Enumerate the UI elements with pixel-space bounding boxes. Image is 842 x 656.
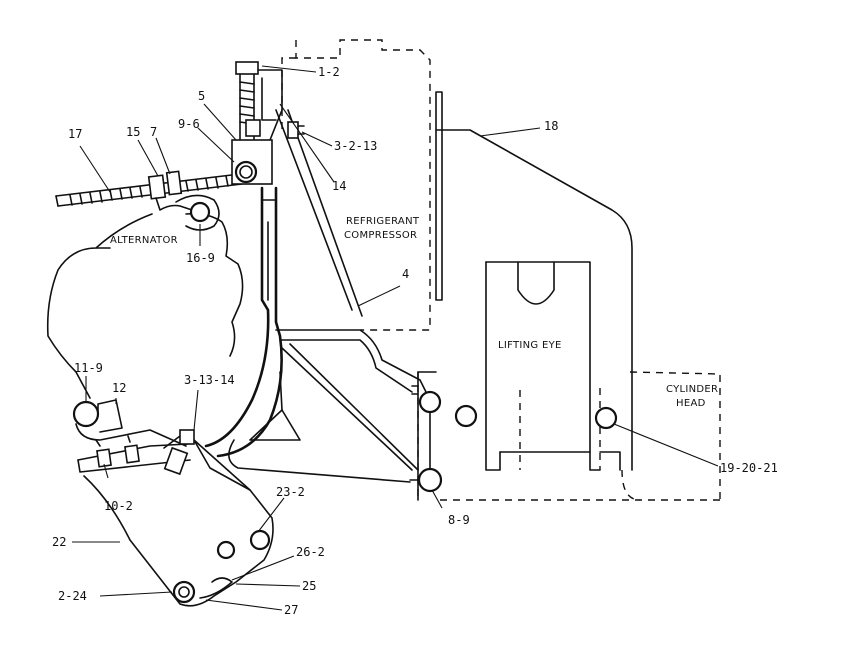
callout-15: 15: [126, 125, 140, 139]
callout-19-20-21: 19-20-21: [720, 461, 778, 475]
tension-bolt-assembly: [231, 61, 305, 185]
callout-16-9: 16-9: [186, 251, 215, 265]
callout-10-2: 10-2: [104, 499, 133, 513]
refrigerant-compressor-outline: [281, 39, 443, 331]
callout-26-2: 26-2: [296, 545, 325, 559]
callout-9-6: 9-6: [178, 117, 200, 131]
callout-22: 22: [52, 535, 66, 549]
callout-11-9: 11-9: [74, 361, 103, 375]
lifting-eye-label: LIFTING EYE: [498, 340, 562, 351]
callout-8-9: 8-9: [448, 513, 470, 527]
alternator-pivot-16: [175, 194, 220, 231]
callout-7: 7: [150, 125, 157, 139]
leader-lines: [72, 65, 719, 611]
brace-bracket-4: [228, 109, 431, 483]
callout-3-2-13: 3-2-13: [334, 139, 377, 153]
callout-3-13-14: 3-13-14: [184, 373, 235, 387]
callout-5: 5: [198, 89, 205, 103]
callout-12: 12: [112, 381, 126, 395]
alternator-outline: [46, 212, 244, 399]
compressor-label-line2: COMPRESSOR: [344, 230, 417, 241]
brace-bolts: [411, 385, 618, 493]
callout-18: 18: [544, 119, 558, 133]
callout-27: 27: [284, 603, 298, 617]
callout-23-2: 23-2: [276, 485, 305, 499]
cylinder-head-label-line2: HEAD: [676, 398, 706, 409]
alternator-label: ALTERNATOR: [110, 235, 178, 246]
compressor-label-line1: REFRIGERANT: [346, 216, 420, 227]
lower-mount-12: [72, 399, 191, 473]
cylinder-head-label-line1: CYLINDER: [666, 384, 718, 395]
callout-4: 4: [402, 267, 409, 281]
callout-1-2: 1-2: [318, 65, 340, 79]
callout-2-24: 2-24: [58, 589, 87, 603]
lower-bracket-22: [83, 429, 274, 607]
callout-25: 25: [302, 579, 316, 593]
strap-bracket: [204, 186, 283, 458]
callout-17: 17: [68, 127, 82, 141]
adjusting-rod-17: [55, 170, 243, 213]
callout-14: 14: [332, 179, 346, 193]
engine-bracket-18: [417, 129, 633, 501]
